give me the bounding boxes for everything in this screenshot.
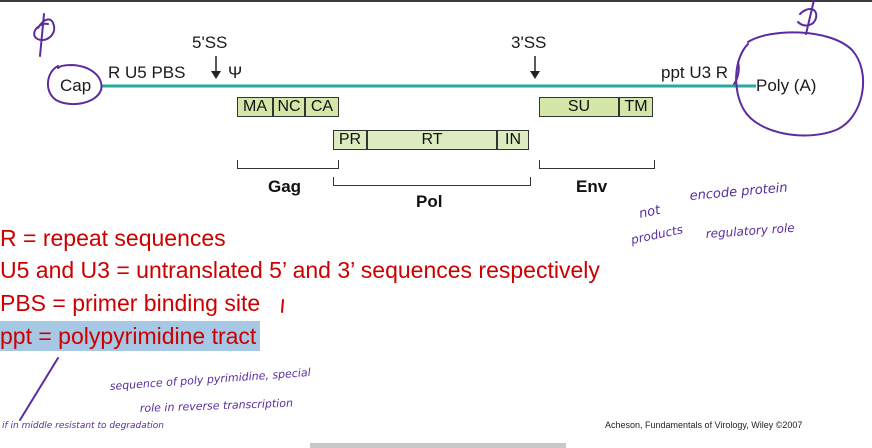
five-ss-arrowhead xyxy=(211,71,221,79)
note-bottom-left: if in middle resistant to degradation xyxy=(2,421,164,431)
mark-near-r-ink xyxy=(733,61,740,85)
note-below-line2: role in reverse transcription xyxy=(140,397,294,415)
pol-segment-pr: PR xyxy=(333,130,367,150)
cap-circle-ink xyxy=(47,64,103,106)
pol-segment-rt: RT xyxy=(367,130,497,150)
env-label: Env xyxy=(576,177,608,196)
cap-label: Cap xyxy=(60,76,92,95)
slide-top-border xyxy=(0,0,872,2)
note-right-line1b: encode protein xyxy=(689,180,788,204)
legend-u5-u3: U5 and U3 = untranslated 5’ and 3’ seque… xyxy=(0,257,600,283)
right-ltr-label: ppt U3 R xyxy=(661,63,729,82)
poly-a-label: Poly (A) xyxy=(756,76,817,95)
star-ink-right xyxy=(797,0,818,35)
note-right-line1: not xyxy=(638,203,663,222)
legend-r: R = repeat sequences xyxy=(0,225,226,251)
note-right-line2b: regulatory role xyxy=(705,221,795,241)
poly-a-circle-ink xyxy=(735,31,865,137)
note-right-line2: products xyxy=(629,222,684,247)
star-ink-left xyxy=(33,13,56,57)
five-ss-label: 5'SS xyxy=(192,33,228,52)
three-ss-label: 3'SS xyxy=(511,33,547,52)
left-ltr-label: R U5 PBS xyxy=(108,63,186,82)
legend-pbs: PBS = primer binding site xyxy=(0,290,261,316)
psi-label: Ψ xyxy=(228,63,243,82)
gag-segment-ma: MA xyxy=(237,97,273,117)
legend-ppt: ppt = polypyrimidine tract xyxy=(0,321,261,351)
scroll-indicator[interactable] xyxy=(310,443,566,448)
env-segment-tm: TM xyxy=(619,97,653,117)
env-segment-su: SU xyxy=(539,97,619,117)
env-bracket xyxy=(539,160,655,169)
pol-label: Pol xyxy=(416,192,443,211)
source-credit: Acheson, Fundamentals of Virology, Wiley… xyxy=(605,420,803,430)
gag-segment-ca: CA xyxy=(305,97,339,117)
legend-ppt-row: ppt = polypyrimidine tract xyxy=(0,321,261,351)
note-below-line1: sequence of poly pyrimidine, special xyxy=(109,366,311,393)
three-ss-arrowhead xyxy=(530,71,540,79)
gag-segment-nc: NC xyxy=(273,97,305,117)
ppt-slash-ink xyxy=(19,357,59,421)
gag-bracket xyxy=(237,160,339,169)
pbs-mark-ink xyxy=(281,299,284,313)
pol-bracket xyxy=(333,177,531,186)
pol-segment-in: IN xyxy=(497,130,529,150)
gag-label: Gag xyxy=(268,177,302,196)
